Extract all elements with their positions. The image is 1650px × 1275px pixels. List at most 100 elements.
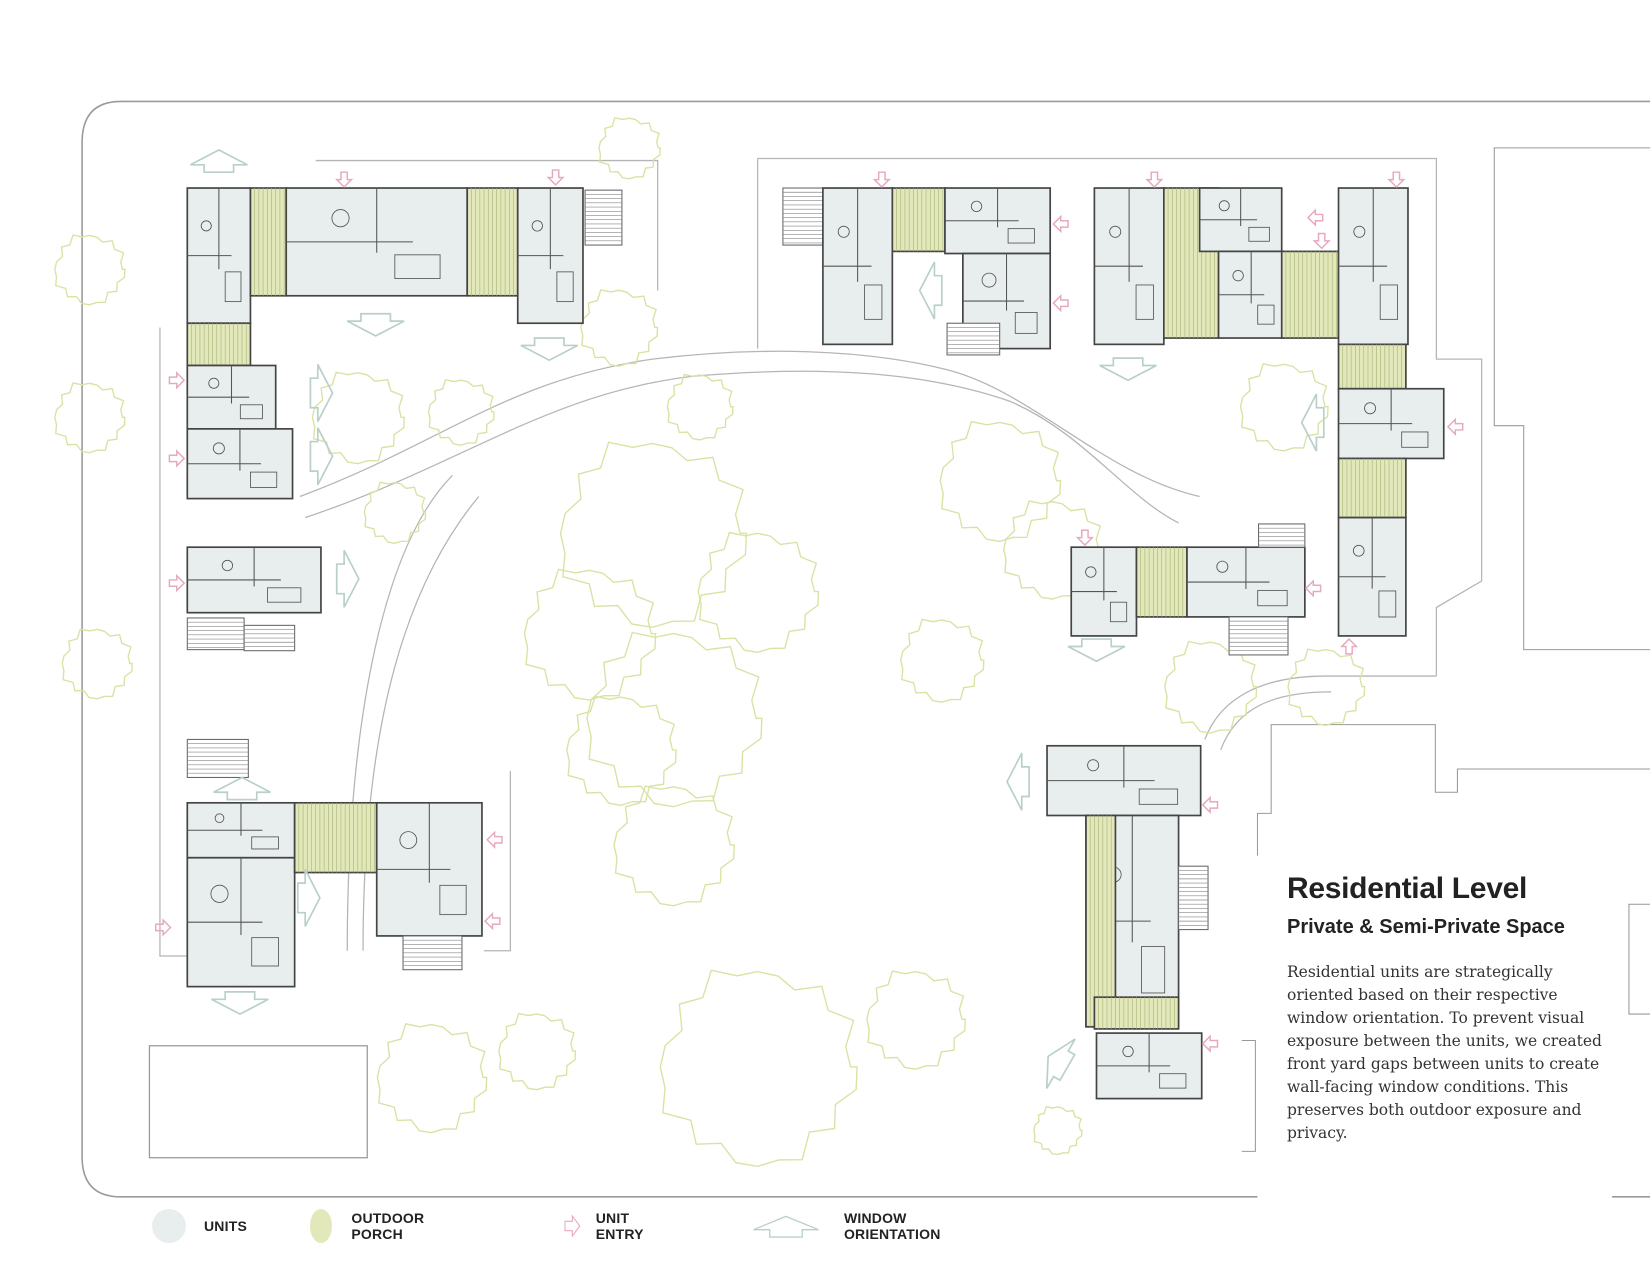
unit xyxy=(375,801,483,937)
outdoor-porch xyxy=(1135,546,1188,618)
furniture xyxy=(1232,269,1244,282)
furniture xyxy=(267,587,302,603)
furniture xyxy=(200,220,212,232)
furniture xyxy=(1364,402,1377,415)
outdoor-porch xyxy=(1093,996,1180,1030)
stair xyxy=(946,322,1001,356)
furniture xyxy=(1401,431,1429,448)
unit xyxy=(186,187,252,325)
unit-entry-arrow-icon xyxy=(334,171,354,189)
stair xyxy=(186,617,245,651)
furniture xyxy=(981,272,997,288)
unit-entry-arrow-icon xyxy=(546,169,565,186)
panel-title: Residential Level xyxy=(1287,872,1527,905)
unit-entry-arrow-icon xyxy=(168,449,186,468)
unit xyxy=(1093,187,1165,346)
stair-outline xyxy=(186,617,245,651)
furniture xyxy=(1257,589,1288,607)
porch-area xyxy=(249,187,288,297)
furniture xyxy=(212,442,225,455)
unit-entry-arrow-icon xyxy=(168,573,186,593)
legend-item-window-orientation: WINDOW ORIENTATION xyxy=(752,1208,965,1244)
stair-outline xyxy=(1228,616,1289,656)
furniture xyxy=(394,254,441,279)
porch-area xyxy=(1280,250,1340,339)
window-orientation-arrow-icon xyxy=(211,991,269,1016)
tree xyxy=(613,785,736,907)
unit-entry-arrow-icon xyxy=(1075,529,1095,547)
stair xyxy=(186,738,249,778)
furniture xyxy=(1138,788,1179,805)
furniture xyxy=(1109,225,1122,238)
unit xyxy=(186,801,296,859)
legend-label: UNITS xyxy=(204,1218,247,1234)
unit-entry-arrow-icon xyxy=(486,830,503,849)
tree xyxy=(566,695,677,806)
furniture xyxy=(208,377,220,389)
tree xyxy=(311,371,405,465)
window-orientation-arrow-icon xyxy=(346,312,405,337)
unit xyxy=(186,428,294,500)
porch-area xyxy=(186,322,252,367)
unit-entry-arrow-icon xyxy=(1201,795,1219,815)
unit-entry-arrow-icon xyxy=(1052,214,1069,234)
furniture xyxy=(1353,225,1366,238)
legend-item-porch: OUTDOOR PORCH xyxy=(310,1208,436,1244)
window-orientation-arrow-icon xyxy=(753,1215,819,1238)
site-boundary xyxy=(81,100,1650,1198)
unit xyxy=(944,187,1052,255)
furniture xyxy=(439,884,467,916)
tree xyxy=(1287,648,1366,726)
furniture xyxy=(210,884,229,903)
legend-label: WINDOW ORIENTATION xyxy=(843,1210,941,1242)
unit-entry-arrow-icon xyxy=(1387,171,1406,189)
window-orientation-arrow-icon xyxy=(1099,357,1157,382)
stair xyxy=(1228,616,1289,656)
unit xyxy=(186,856,296,988)
stair-outline xyxy=(186,738,249,778)
tree xyxy=(54,382,126,454)
unit xyxy=(1337,387,1445,460)
legend-label: UNIT ENTRY xyxy=(595,1210,644,1242)
furniture xyxy=(1218,200,1230,212)
furniture xyxy=(1014,312,1038,334)
furniture xyxy=(399,831,418,849)
furniture xyxy=(864,284,883,320)
unit xyxy=(1198,187,1283,253)
tree xyxy=(427,378,495,446)
unit-entry-arrow-icon xyxy=(564,1214,581,1238)
furniture xyxy=(224,271,242,303)
furniture xyxy=(1109,601,1128,623)
unit-entry-arrow-icon xyxy=(1052,293,1069,313)
furniture xyxy=(1378,590,1397,618)
window-orientation-arrow-icon xyxy=(296,868,321,927)
unit xyxy=(822,187,894,346)
tree xyxy=(900,618,985,703)
legend-label: OUTDOOR PORCH xyxy=(351,1210,425,1242)
furniture xyxy=(1087,759,1100,772)
unit xyxy=(516,187,584,325)
furniture xyxy=(250,471,278,488)
tree xyxy=(580,289,659,367)
tree xyxy=(586,631,763,808)
porch-swatch-icon xyxy=(310,1209,333,1243)
unit xyxy=(1217,250,1285,339)
outdoor-porch xyxy=(249,187,288,297)
unit-entry-arrow-icon xyxy=(1339,638,1359,655)
unit xyxy=(186,546,322,614)
tree xyxy=(54,234,126,306)
unit-entry-arrow-icon xyxy=(1312,232,1331,250)
outdoor-porch xyxy=(1085,814,1117,1028)
outdoor-porch xyxy=(466,187,519,297)
legend-item-units: UNITS xyxy=(152,1208,247,1244)
arrows xyxy=(155,149,1464,1089)
stair-outline xyxy=(946,322,1001,356)
stair-outline xyxy=(1178,865,1209,931)
outdoor-porch xyxy=(1337,457,1407,519)
unit xyxy=(1186,546,1306,618)
unit-entry-arrow-icon xyxy=(484,911,501,931)
unit-entry-arrow-icon xyxy=(872,171,891,189)
outdoor-porch xyxy=(1337,343,1407,390)
outdoor-porch xyxy=(293,801,378,874)
porch-area xyxy=(293,801,378,874)
